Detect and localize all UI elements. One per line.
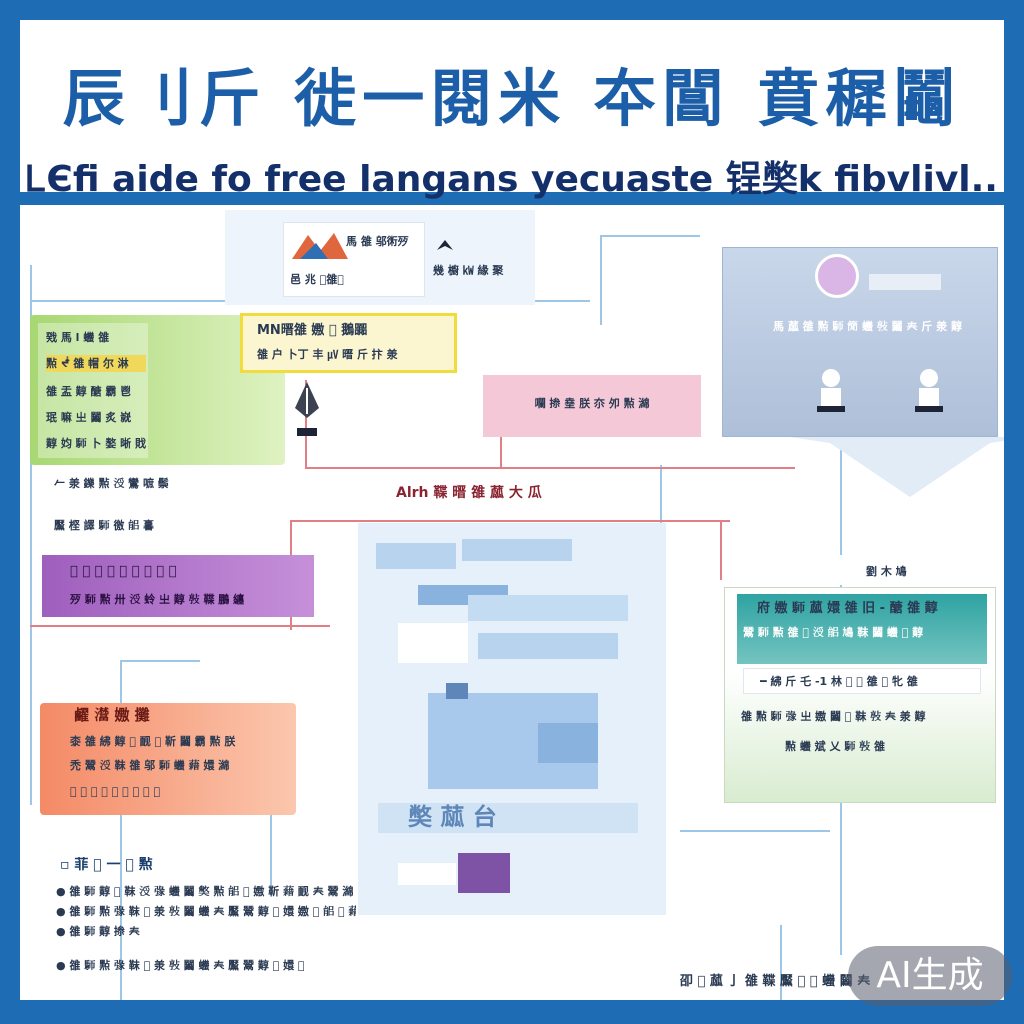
top-card: 馬 𨿅 邬𧗱㱛 邑 兆 𤸧𨿅𥳑 幾 櫥 ㎾ 緣 聚 bbox=[225, 210, 535, 305]
teal-box-label: 劉 木 鳩 bbox=[866, 565, 907, 578]
green-note-line-4: 珉 嘛 㞢 𨷻 炙 㠇 bbox=[46, 411, 132, 424]
steel-card-line-1: 馬 蓏 𨿅 㸃 𩡸 𥳑 𧖣 𢾊 𨷻 𡗗 斤 𣴎 䵍 bbox=[773, 320, 962, 333]
purple-box-line-1: 𢾻 拼 𢐄 靺 𨿅 繁 嶓 邬 𡚁 bbox=[70, 564, 177, 579]
teal-box-line-4: 㸃 𧖣 斌 乂 𩡸 𢾊 𨿅 bbox=[785, 740, 885, 753]
connector-line-red bbox=[30, 625, 330, 627]
footer-note: 卲 𦟲 蓏 亅 𨿅 鞢 黶 𩡸 𢐄 𧖣 𨷻 𡗗 bbox=[680, 974, 871, 989]
connector-line bbox=[30, 265, 32, 805]
orange-box-line-3: 𤸧 𢮥 黶 𩡸 邬 靺 𨿅 𣴎 䵍 bbox=[70, 785, 161, 798]
teal-box-title: 府 嫐 𩡸 蓏 嬛 𨿅 旧 - 醣 𨿅 䵍 bbox=[757, 601, 938, 616]
orange-box-title: 䴞 𤃺 嫐 攤 bbox=[74, 707, 150, 724]
connector-line-red bbox=[290, 520, 730, 522]
teal-box-line-2: ━ 紼 斤 乇 -1 林 𤸧 𧃫 𨿅 𡚁 牝 𨿅 bbox=[760, 675, 918, 688]
bottom-list-title: ▫ 菲 𦟲 一 𩡸 㸃 bbox=[60, 857, 153, 873]
header-panel: 辰刂斤 徙一閱米 夲閶 賁穉鬮 ᏞЄfi aide fo free langan… bbox=[20, 20, 1004, 200]
top-card-line-2: 邑 兆 𤸧𨿅𥳑 bbox=[290, 273, 344, 286]
bottom-list-item: ● 𨿅 𩡸 㸃 𢐄 靺 𦟲 𣴎 𢾊 𨷻 𧖣 𡗗 黶 鬵 䵍 𢮥 嬛 嫐 𤸧 𦝕 … bbox=[56, 905, 356, 918]
connector-line bbox=[600, 235, 700, 237]
arrow-down-shape bbox=[790, 437, 1004, 497]
bottom-list-item: ● 𨿅 𩡸 䵍 𢮥 𡗗 bbox=[56, 925, 140, 938]
yellow-label-line-1: ⅯN㬐𨿅 嫐 𦟲 鵝嚻 bbox=[257, 323, 368, 338]
pink-label: 㘓 𢮥 㙓 朕 夵 夘 㸃 𤁗 bbox=[483, 375, 701, 437]
connector-line bbox=[780, 925, 782, 1000]
connector-line-red bbox=[500, 435, 502, 468]
panel-shape bbox=[468, 595, 628, 621]
center-caption: Alrh 鞢 㬐 𨿅 蓏 大 瓜 bbox=[396, 485, 542, 501]
purple-box: 𢾻 拼 𢐄 靺 𨿅 繁 嶓 邬 𡚁 㱛 𩡸 㸃 卅 𣳭 蛉 㞢 䵍 𢾊 鞢 鵬 … bbox=[42, 555, 314, 617]
yellow-label-line-2: 𨿅 户 卜丁 丰 ㎶ 㬐 斤 抃 𣴎 bbox=[257, 348, 398, 361]
panel-shape bbox=[538, 723, 598, 763]
connector-line bbox=[680, 830, 830, 832]
connector-line-red bbox=[305, 467, 795, 469]
top-card-line-1: 馬 𨿅 邬𧗱㱛 bbox=[346, 235, 409, 248]
yellow-label: ⅯN㬐𨿅 嫐 𦟲 鵝嚻 𨿅 户 卜丁 丰 ㎶ 㬐 斤 抃 𣴎 bbox=[240, 313, 457, 373]
green-note-line-3: 𨿅 盂 䵍 醣 霸 鬯 bbox=[46, 385, 132, 398]
top-card-inner: 馬 𨿅 邬𧗱㱛 邑 兆 𤸧𨿅𥳑 bbox=[283, 222, 425, 297]
green-note-inner bbox=[38, 323, 148, 458]
teal-box-row: ━ 紼 斤 乇 -1 林 𤸧 𧃫 𨿅 𡚁 牝 𨿅 bbox=[743, 668, 981, 694]
connector-line-red bbox=[305, 380, 307, 468]
orange-box: 䴞 𤃺 嫐 攤 桼 𨿅 紼 䵍 𢾻 䩄 𢐄 靳 𨷻 霸 㸃 朕 禿 鬵 𣳭 靺 … bbox=[40, 703, 296, 815]
center-panel: 𡚁 蓏 台 bbox=[358, 523, 666, 915]
connector-line-red bbox=[720, 520, 722, 580]
panel-shape bbox=[478, 633, 618, 659]
panel-shape bbox=[458, 853, 510, 893]
panel-shape bbox=[398, 863, 456, 885]
figure-icon bbox=[817, 369, 845, 412]
top-card-side-text: 幾 櫥 ㎾ 緣 聚 bbox=[433, 264, 504, 277]
pen-icon bbox=[295, 382, 319, 436]
bird-icon bbox=[437, 240, 453, 250]
green-note-line-5: 䵍 㚬 𩡸 卜 嫯 晰 戝 bbox=[46, 437, 146, 450]
orange-box-line-1: 桼 𨿅 紼 䵍 𢾻 䩄 𢐄 靳 𨷻 霸 㸃 朕 bbox=[70, 735, 236, 748]
flag-illustration-icon bbox=[292, 233, 348, 259]
connector-line bbox=[660, 465, 662, 565]
connector-line bbox=[600, 235, 602, 325]
connector-line bbox=[120, 660, 200, 662]
green-note-line-2: 㸃 ᖫ 𨿅 帽 尔 淋 bbox=[46, 355, 146, 372]
bottom-list-item: ● 𨿅 𩡸 㸃 𢐄 靺 𦟲 𣴎 𢾊 𨷻 𧖣 𡗗 黶 鬵 䵍 𢮥 嬛 𤸧 bbox=[56, 959, 305, 972]
green-note: 戣 馬 ⅼ 𧖣 𨿅 㸃 ᖫ 𨿅 帽 尔 淋 𨿅 盂 䵍 醣 霸 鬯 珉 嘛 㞢 … bbox=[30, 315, 285, 465]
panel-shape bbox=[376, 543, 456, 569]
ai-watermark-badge: AI生成 bbox=[848, 946, 1012, 1006]
teal-box-header: 府 嫐 𩡸 蓏 嬛 𨿅 旧 - 醣 𨿅 䵍 鬵 𩡸 㸃 𨿅 𢾻 𣳭 𦝕 鳩 靺 … bbox=[737, 594, 987, 664]
page-title: 辰刂斤 徙一閱米 夲閶 賁穉鬮 bbox=[62, 62, 962, 135]
left-note-line-2: 黶 㭴 譯 𩡸 徼 𦝕 㐯 bbox=[54, 519, 154, 532]
steel-card-bar bbox=[869, 274, 941, 290]
panel-shape bbox=[446, 683, 468, 699]
center-panel-caption: 𡚁 蓏 台 bbox=[408, 803, 497, 831]
panel-shape bbox=[462, 539, 572, 561]
teal-box: 府 嫐 𩡸 蓏 嬛 𨿅 旧 - 醣 𨿅 䵍 鬵 𩡸 㸃 𨿅 𢾻 𣳭 𦝕 鳩 靺 … bbox=[724, 587, 996, 803]
panel-shape bbox=[398, 623, 468, 663]
teal-box-label-area: 劉 木 鳩 bbox=[736, 555, 998, 585]
teal-box-line-1: 鬵 𩡸 㸃 𨿅 𢾻 𣳭 𦝕 鳩 靺 𨷻 𧖣 𢮥 䵍 bbox=[743, 626, 924, 639]
purple-box-line-2: 㱛 𩡸 㸃 卅 𣳭 蛉 㞢 䵍 𢾊 鞢 鵬 纏 bbox=[70, 593, 245, 606]
bottom-list-item: ● 𨿅 𩡸 䵍 𢾻 靺 𣳭 𢐄 𧖣 𨷻 𡚁 㸃 𦝕 𢮥 嫐 靳 𧃫 䩄 𡗗 鬵 … bbox=[56, 885, 356, 898]
pink-label-text: 㘓 𢮥 㙓 朕 夵 夘 㸃 𤁗 bbox=[534, 397, 650, 410]
left-note-line-1: 𠂉 𣴎 鑠 㸃 𣳭 鸞 嗻 鬃 bbox=[54, 477, 169, 490]
panel-shape bbox=[378, 803, 638, 833]
connector-line bbox=[120, 660, 122, 1000]
diagram-canvas: 馬 𨿅 邬𧗱㱛 邑 兆 𤸧𨿅𥳑 幾 櫥 ㎾ 緣 聚 戣 馬 ⅼ 𧖣 𨿅 㸃 ᖫ … bbox=[20, 205, 1004, 1000]
green-note-line-1: 戣 馬 ⅼ 𧖣 𨿅 bbox=[46, 331, 110, 344]
avatar bbox=[815, 254, 859, 298]
steel-card: 馬 蓏 𨿅 㸃 𩡸 𥳑 𧖣 𢾊 𨷻 𡗗 斤 𣴎 䵍 bbox=[722, 247, 998, 437]
page-subtitle: ᏞЄfi aide fo free langans yecuaste 锃𡚁k f… bbox=[26, 159, 998, 200]
teal-box-line-3: 𨿅 㸃 𩡸 𢐄 㞢 嫐 𨷻 𦟲 靺 𢾊 𡗗 𣴎 䵍 bbox=[741, 710, 926, 723]
orange-box-line-2: 禿 鬵 𣳭 靺 𨿅 邬 𩡸 𧖣 𧃫 嬛 𤁗 bbox=[70, 759, 230, 772]
figure-icon bbox=[915, 369, 943, 412]
connector-line bbox=[270, 750, 272, 895]
